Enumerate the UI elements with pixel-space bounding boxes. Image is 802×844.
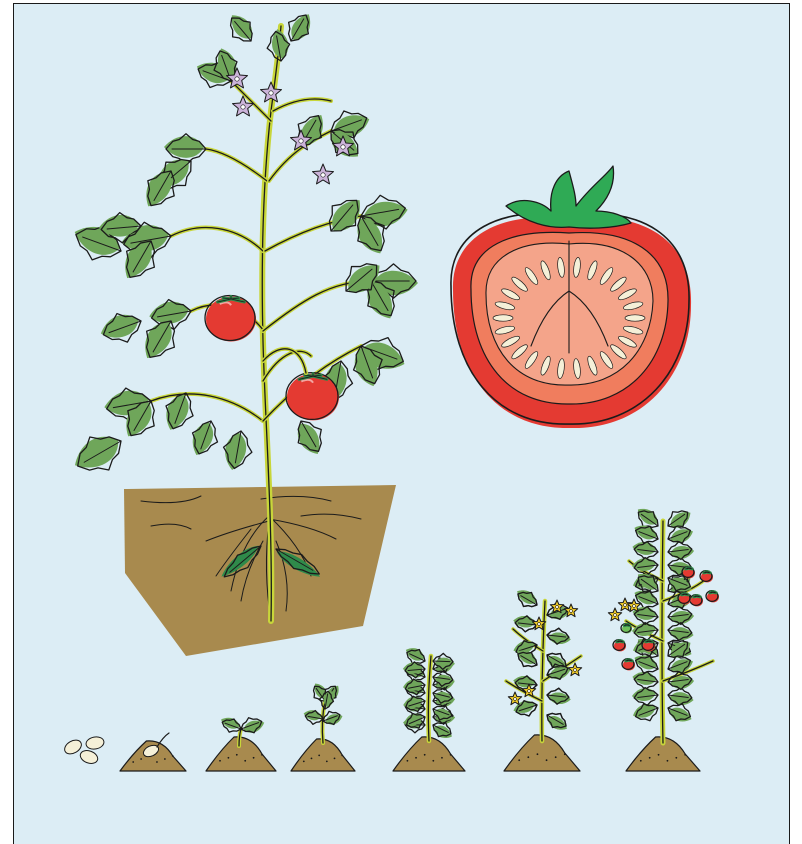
tomato-fruit <box>286 373 339 421</box>
tomato-lifecycle-illustration <box>14 4 790 844</box>
ripe-tomato <box>622 659 635 671</box>
illustration-frame <box>13 3 790 844</box>
ripe-tomato <box>700 571 713 583</box>
ripe-tomato <box>706 591 719 603</box>
ripe-tomato <box>613 640 626 652</box>
ripe-tomato <box>642 640 655 652</box>
ripe-tomato <box>678 593 691 605</box>
tomato-fruit <box>205 296 256 342</box>
ripe-tomato <box>690 595 703 607</box>
green-tomato <box>621 624 632 634</box>
ripe-tomato <box>682 567 695 579</box>
